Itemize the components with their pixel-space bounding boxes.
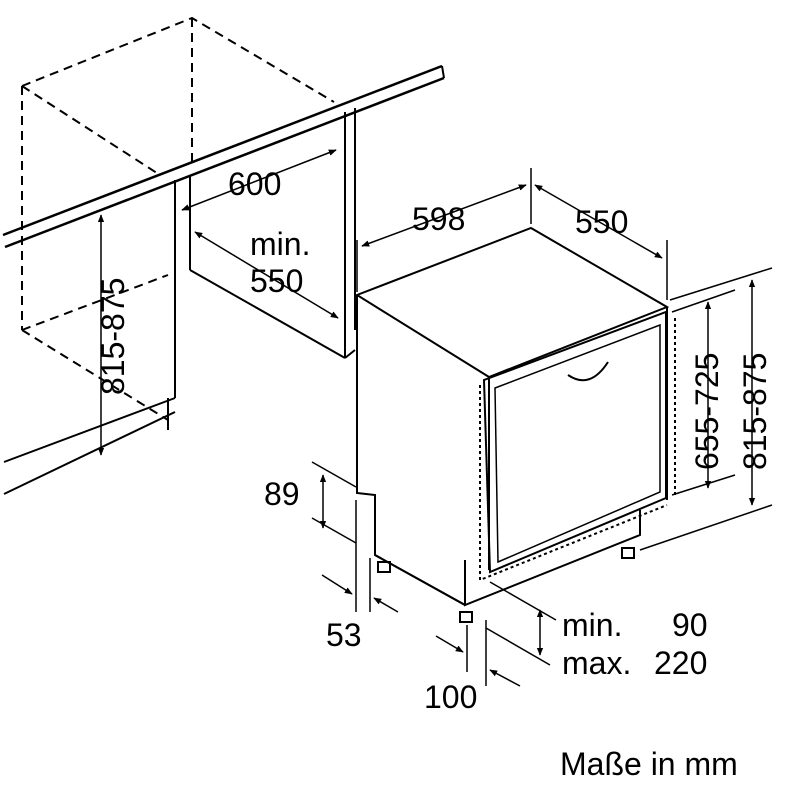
appliance-height-label: 815-875 [737,353,773,470]
dishwasher-body [354,226,676,623]
niche-height-label: 815-875 [95,278,131,395]
foot-distance-dimension: 100 [424,620,521,715]
niche-height-dimension: 815-875 [95,214,131,456]
units-note: Maße in mm [560,746,738,782]
niche-depth-value-label: 550 [250,263,303,299]
plinth-gap-max-label: max. [562,645,631,681]
plinth-gap-min-value: 90 [672,607,708,643]
plinth-setback-dimension: 53 [321,500,399,653]
niche-depth-dimension: min. 550 [194,226,339,319]
door-height-label: 655-725 [689,353,725,470]
appliance-depth-dimension: 550 [534,184,668,300]
niche-width-label: 600 [228,166,281,202]
niche-depth-min-label: min. [250,226,310,262]
plinth-height-dimension: 89 [264,461,357,544]
foot-distance-label: 100 [424,679,477,715]
door-height-dimension: 655-725 [671,289,736,496]
plinth-setback-label: 53 [326,617,362,653]
niche-cabinet [2,16,445,495]
plinth-height-label: 89 [264,476,300,512]
appliance-depth-label: 550 [575,204,628,240]
appliance-width-label: 598 [412,201,465,237]
niche-width-dimension: 600 [181,149,337,211]
appliance-width-dimension: 598 [356,168,532,292]
plinth-gap-dimension: min. 90 max. 220 [485,581,708,681]
plinth-gap-min-label: min. [562,607,622,643]
plinth-gap-max-value: 220 [654,645,707,681]
appliance-height-dimension: 815-875 [639,267,773,551]
